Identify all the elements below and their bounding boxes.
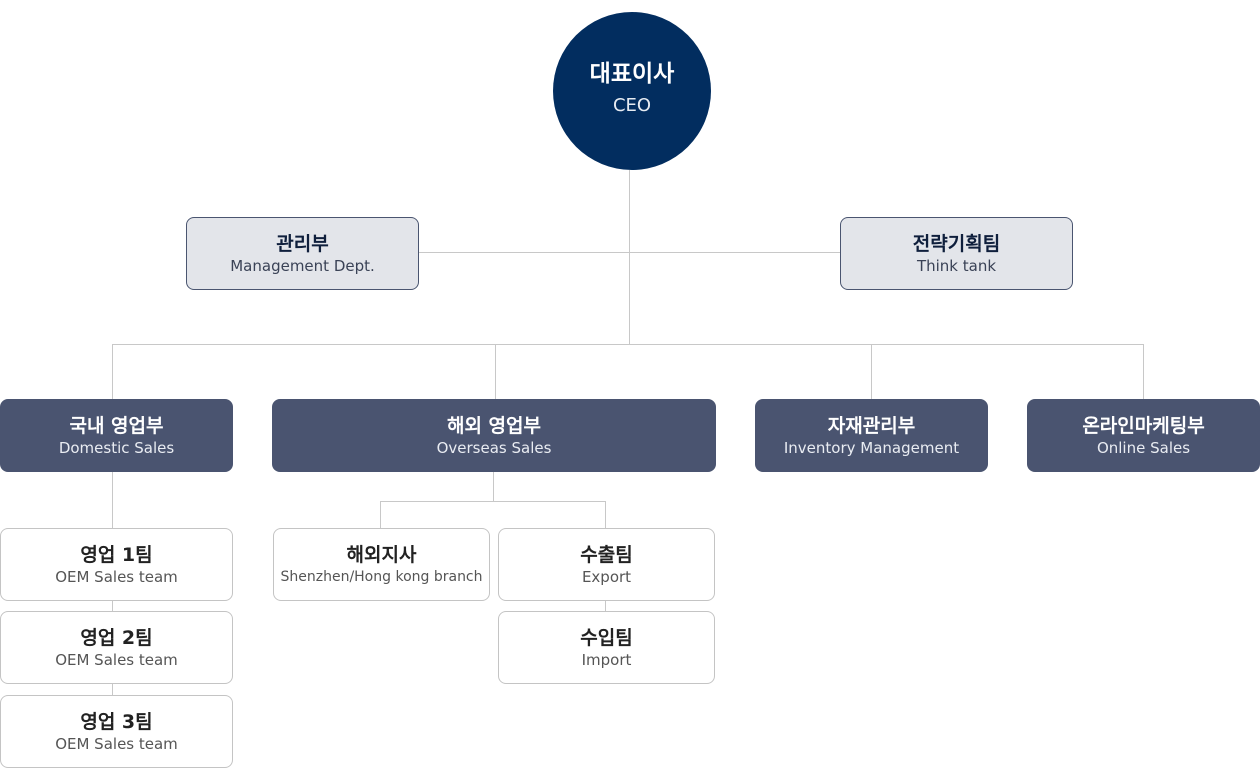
overseas-sales-en: Overseas Sales: [436, 438, 552, 457]
ceo-node: 대표이사 CEO: [553, 12, 711, 170]
domestic-sales-en: Domestic Sales: [58, 438, 175, 457]
domestic-sales-node: 국내 영업부 Domestic Sales: [0, 399, 233, 472]
import-team-ko: 수입팀: [580, 626, 633, 649]
sales-team-1-en: OEM Sales team: [55, 567, 178, 586]
online-sales-node: 온라인마케팅부 Online Sales: [1027, 399, 1260, 472]
connector-online-drop: [1143, 344, 1144, 399]
connector-departments-horizontal: [112, 344, 1144, 345]
sales-team-2-node: 영업 2팀 OEM Sales team: [0, 611, 233, 684]
connector-overseas-drop: [495, 344, 496, 399]
think-tank-en: Think tank: [916, 256, 997, 275]
ceo-title-en: CEO: [612, 95, 652, 116]
overseas-branch-ko: 해외지사: [346, 543, 417, 566]
connector-staff-horizontal: [418, 252, 840, 253]
sales-team-2-en: OEM Sales team: [55, 650, 178, 669]
domestic-sales-ko: 국내 영업부: [69, 414, 164, 437]
connector-overseas-horizontal: [380, 501, 606, 502]
inventory-management-ko: 자재관리부: [827, 414, 916, 437]
export-team-en: Export: [581, 567, 632, 586]
ceo-title-ko: 대표이사: [589, 61, 675, 87]
connector-branch-drop: [380, 501, 381, 529]
online-sales-en: Online Sales: [1096, 438, 1191, 457]
think-tank-node: 전략기획팀 Think tank: [840, 217, 1073, 290]
sales-team-3-en: OEM Sales team: [55, 734, 178, 753]
sales-team-1-ko: 영업 1팀: [80, 543, 153, 566]
import-team-en: Import: [581, 650, 632, 669]
sales-team-1-node: 영업 1팀 OEM Sales team: [0, 528, 233, 601]
inventory-management-en: Inventory Management: [783, 438, 960, 457]
overseas-sales-ko: 해외 영업부: [446, 414, 541, 437]
inventory-management-node: 자재관리부 Inventory Management: [755, 399, 988, 472]
connector-export-drop: [605, 501, 606, 529]
overseas-branch-en: Shenzhen/Hong kong branch: [280, 568, 483, 585]
export-team-ko: 수출팀: [580, 543, 633, 566]
connector-ceo-trunk: [629, 170, 630, 345]
online-sales-ko: 온라인마케팅부: [1082, 414, 1205, 437]
connector-domestic-drop: [112, 344, 113, 399]
management-dept-node: 관리부 Management Dept.: [186, 217, 419, 290]
export-team-node: 수출팀 Export: [498, 528, 715, 601]
connector-inventory-drop: [871, 344, 872, 399]
overseas-branch-node: 해외지사 Shenzhen/Hong kong branch: [273, 528, 490, 601]
management-dept-ko: 관리부: [276, 232, 329, 255]
management-dept-en: Management Dept.: [230, 256, 375, 275]
sales-team-3-node: 영업 3팀 OEM Sales team: [0, 695, 233, 768]
connector-overseas-stem: [493, 471, 494, 501]
sales-team-3-ko: 영업 3팀: [80, 710, 153, 733]
overseas-sales-node: 해외 영업부 Overseas Sales: [272, 399, 716, 472]
think-tank-ko: 전략기획팀: [912, 232, 1001, 255]
connector-export-import: [605, 600, 606, 612]
import-team-node: 수입팀 Import: [498, 611, 715, 684]
sales-team-2-ko: 영업 2팀: [80, 626, 153, 649]
